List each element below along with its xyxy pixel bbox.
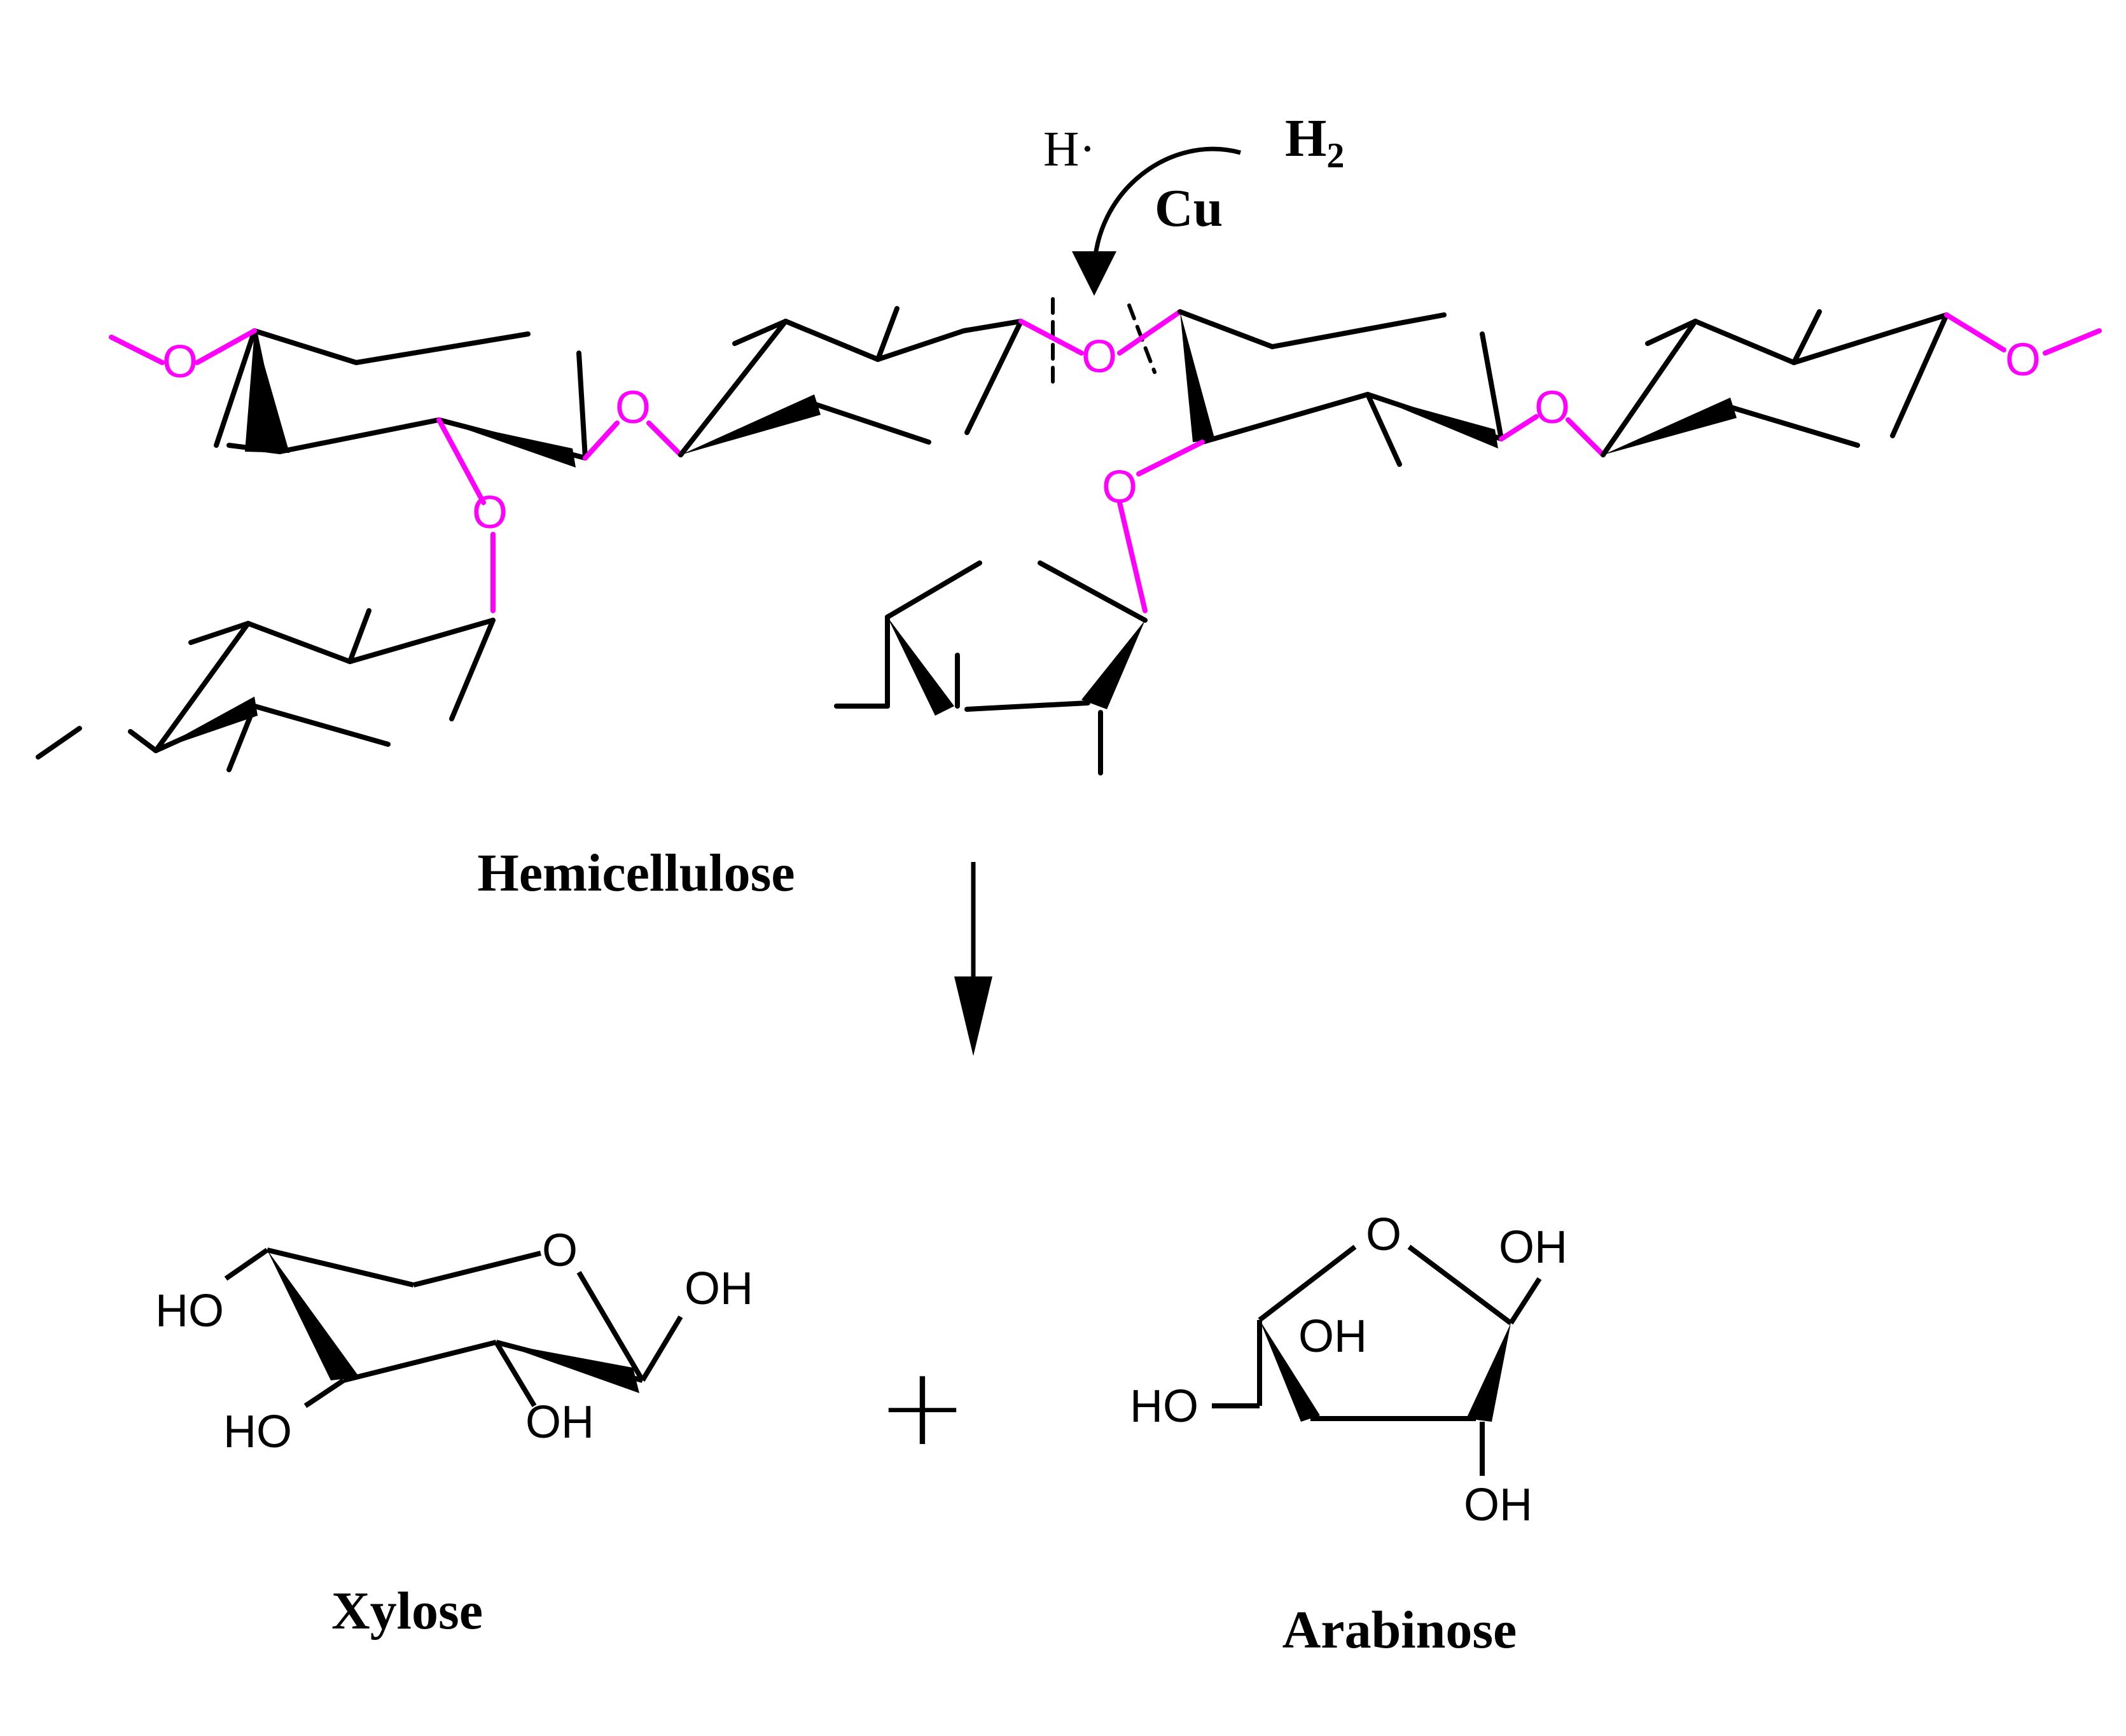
reagents: H· H2 Cu [1043, 109, 1344, 296]
hydroxyl-label: OH [1298, 1311, 1367, 1362]
hydroxyl-label: HO [115, 621, 184, 672]
wedge-bond [267, 1250, 359, 1380]
xylose-branch-ring [36, 608, 496, 772]
glycosidic-oxygen: O [615, 382, 651, 433]
glycosidic-oxygen: O [162, 337, 198, 387]
hydroxyl-label: OH [1464, 1480, 1532, 1531]
hydroxyl-label: OH [525, 1397, 594, 1448]
hydroxyl-label: HO [163, 767, 232, 818]
xylose-product: O HO OH HO OH Xylose [155, 1225, 753, 1641]
glycosidic-oxygen: O [1534, 382, 1570, 433]
xylose-ring-3 [1178, 309, 1504, 467]
glycosidic-oxygen: O [1102, 462, 1137, 513]
hydroxyl-label: OH [376, 564, 445, 615]
hydroxyl-label: OH [939, 605, 1008, 656]
hydroxyl-label: OH [684, 1263, 753, 1314]
wedge-bond [245, 331, 289, 453]
arabinose-product: O OH OH HO OH Arabinose [1130, 1209, 1567, 1660]
hydrogen-gas: H2 [1285, 109, 1344, 176]
hydroxyl-label: OH [1499, 1222, 1567, 1273]
hemicellulose-label: Hemicellulose [477, 844, 795, 903]
cleaved-glycosidic-oxygen: O [1081, 331, 1117, 382]
xylose-ring-2 [678, 306, 1024, 457]
wedge-bond [887, 617, 954, 716]
wedge-bond [1180, 312, 1215, 442]
hydroxyl-label: OH [1830, 271, 1898, 322]
wedge-bond [681, 394, 821, 455]
hydroxyl-label: OH [1085, 767, 1154, 818]
hydroxyl-label: OH [907, 265, 976, 316]
hydroxyl-label: HO [1130, 1381, 1198, 1432]
wedge-bond [496, 1342, 639, 1393]
curved-arrow [1072, 146, 1241, 296]
plus-sign: + [877, 1344, 968, 1470]
ring-oxygen: O [990, 525, 1026, 576]
hydrogen-radical: H· [1043, 121, 1095, 176]
ring-oxygen: O [536, 306, 571, 357]
arabinose-label: Arabinose [1282, 1601, 1517, 1660]
xylose-ring-4 [1601, 309, 1949, 457]
wedge-bond [439, 420, 576, 468]
bridge-oxygen: O [81, 681, 116, 732]
ring-oxygen: O [399, 729, 434, 780]
ring-oxygen: O [1366, 1209, 1401, 1260]
hemicellulose-structure: O HO O O O OH HO [36, 265, 2102, 818]
wedge-bond [1081, 620, 1145, 709]
hydroxyl-label: HO [1566, 325, 1634, 376]
ring-oxygen: O [1452, 287, 1487, 338]
hydroxyl-label: OH [1391, 468, 1459, 519]
wedge-bond [1368, 394, 1498, 448]
glycosidic-oxygen: O [2005, 335, 2041, 385]
hydroxyl-label: HO [653, 319, 721, 370]
arabinofuranose-branch [834, 560, 1148, 775]
wedge-bond [1260, 1320, 1320, 1422]
ring-oxygen: O [1856, 429, 1891, 480]
wedge-bond [1466, 1323, 1511, 1422]
wedge-bond [156, 697, 258, 751]
hydroxyl-label: HO [754, 684, 823, 735]
hydroxyl-label: HO [223, 1406, 292, 1457]
reaction-arrow-head [954, 976, 992, 1056]
copper-catalyst: Cu [1155, 179, 1223, 238]
glycosidic-oxygen: O [472, 487, 508, 538]
xylose-label: Xylose [331, 1581, 483, 1641]
ring-oxygen: O [933, 429, 969, 480]
hydroxyl-label: HO [155, 1286, 224, 1337]
ring-oxygen: O [542, 1225, 578, 1276]
wedge-bond [1603, 398, 1737, 455]
